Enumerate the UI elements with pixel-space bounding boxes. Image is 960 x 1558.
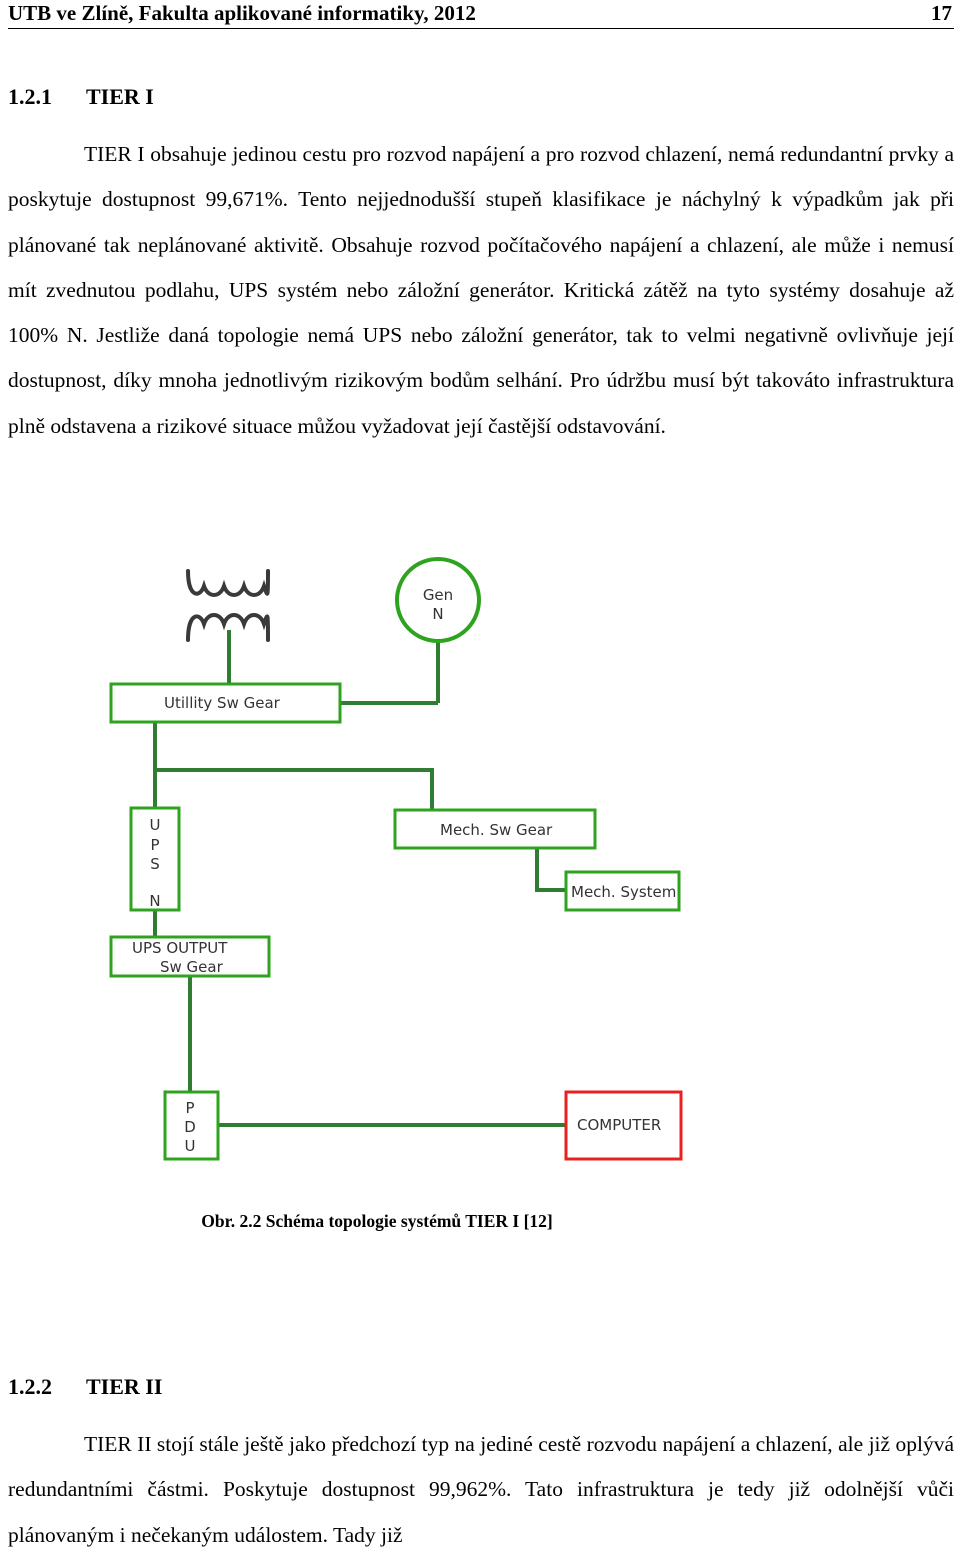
figure-caption: Obr. 2.2 Schéma topologie systémů TIER I…: [201, 1211, 553, 1231]
pdu-box: P D U: [163, 1090, 220, 1161]
utility-switchgear-box: Utillity Sw Gear: [109, 682, 342, 724]
ups-letter: N: [149, 892, 160, 910]
page-header: UTB ve Zlíně, Fakulta aplikované informa…: [8, 0, 954, 29]
pdu-letter: P: [185, 1099, 194, 1117]
section-heading-tier-2: 1.2.2 TIER II: [8, 1374, 162, 1400]
section-heading-tier-1: 1.2.1 TIER I: [8, 84, 154, 110]
section-title: TIER II: [86, 1374, 163, 1399]
mech-switchgear-label: Mech. Sw Gear: [440, 821, 553, 839]
computer-box: COMPUTER: [564, 1090, 683, 1161]
tier-1-paragraph: TIER I obsahuje jedinou cestu pro rozvod…: [8, 142, 954, 438]
utility-switchgear-label: Utillity Sw Gear: [164, 694, 281, 712]
ups-letter: P: [150, 836, 159, 854]
section-number: 1.2.1: [8, 84, 52, 109]
generator-sub-label: N: [432, 605, 443, 623]
mech-system-box: Mech. System: [564, 870, 681, 912]
tier-2-paragraph: TIER II stojí stále ještě jako předchozí…: [8, 1432, 954, 1547]
ups-output-sub-label: Sw Gear: [160, 958, 224, 976]
transformer-icon: [186, 569, 270, 642]
connection-lines: [153, 630, 566, 1127]
section-title: TIER I: [86, 84, 154, 109]
ups-letter: U: [150, 816, 161, 834]
mech-system-label: Mech. System: [571, 883, 676, 901]
section-number: 1.2.2: [8, 1374, 52, 1399]
page-number: 17: [931, 1, 952, 25]
ups-output-label: UPS OUTPUT: [132, 939, 228, 957]
computer-label: COMPUTER: [577, 1116, 661, 1134]
running-title: UTB ve Zlíně, Fakulta aplikované informa…: [8, 1, 476, 25]
generator-label: Gen: [423, 586, 453, 604]
pdu-letter: D: [184, 1118, 196, 1136]
mech-switchgear-box: Mech. Sw Gear: [393, 808, 597, 850]
ups-letter: S: [150, 855, 160, 873]
ups-box: U P S N: [129, 806, 181, 912]
generator: Gen N: [395, 557, 481, 643]
ups-output-switchgear-box: UPS OUTPUT Sw Gear: [109, 935, 271, 978]
pdu-letter: U: [185, 1137, 196, 1155]
